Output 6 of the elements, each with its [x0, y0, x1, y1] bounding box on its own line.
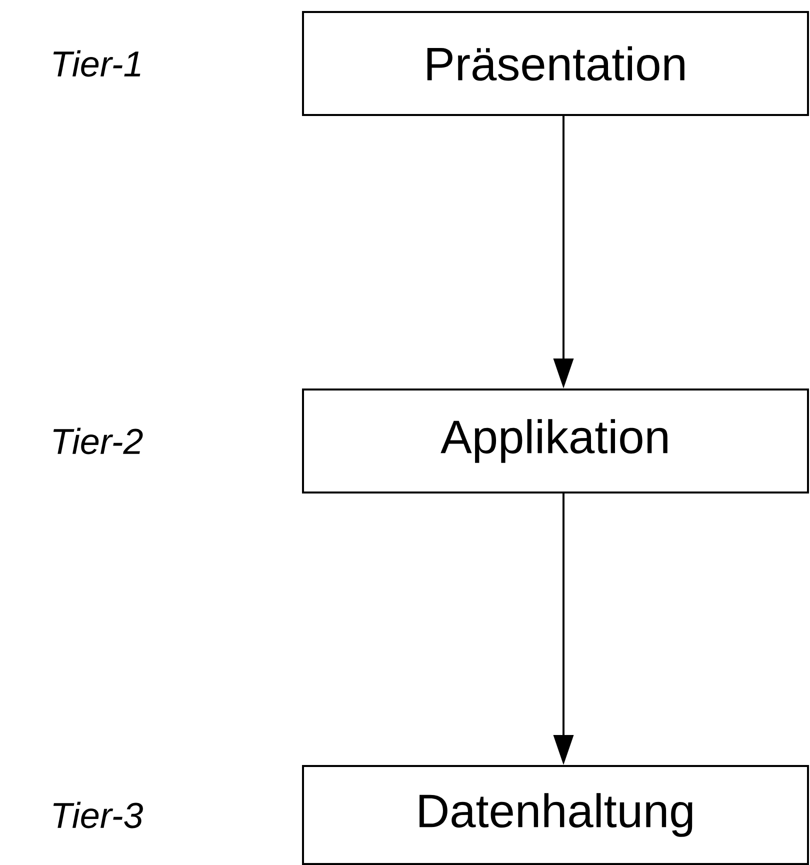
tier-label: Tier-2	[53, 428, 143, 454]
layer-box: Präsentation	[302, 11, 809, 116]
layer-box: Datenhaltung	[302, 765, 809, 865]
tier-label: Tier-3	[53, 802, 143, 828]
tier-label: Tier-1	[53, 50, 140, 77]
layer-box: Applikation	[302, 388, 809, 494]
